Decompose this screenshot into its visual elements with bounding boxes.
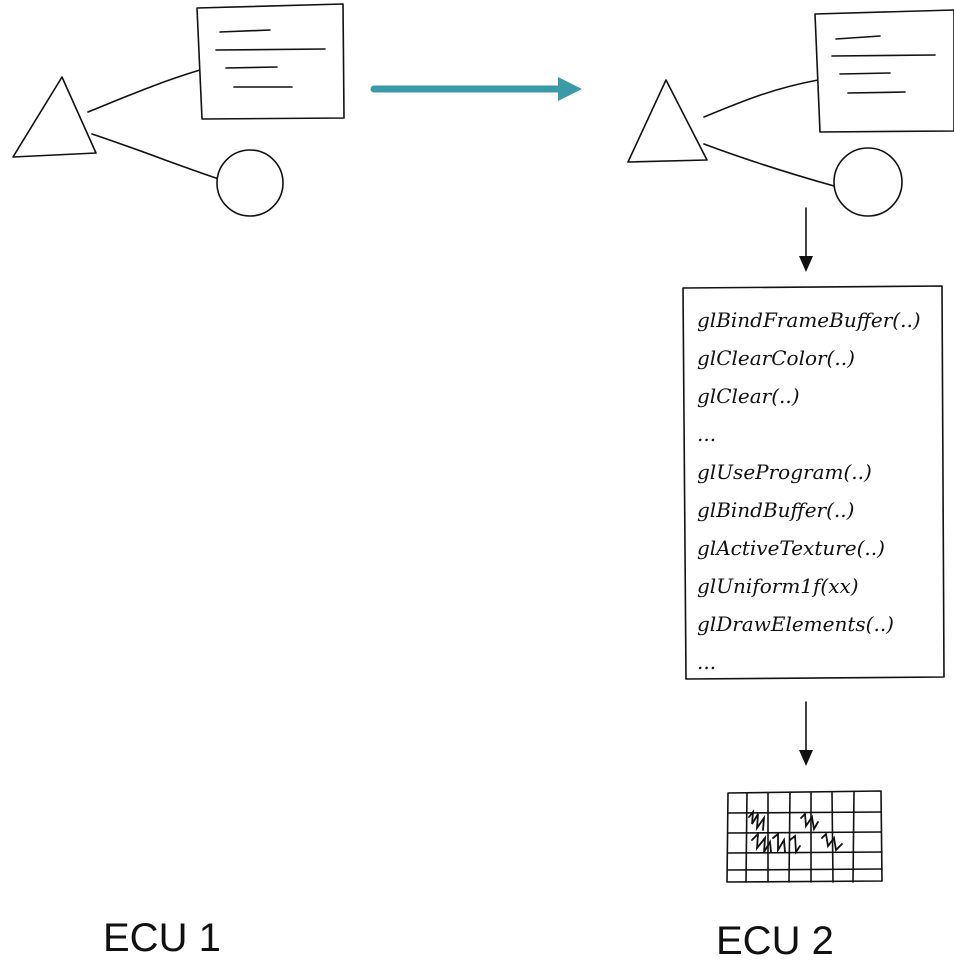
transfer-arrow-icon: [370, 77, 582, 101]
triangle-node-icon: [12, 76, 97, 158]
arrow-down-icon: [799, 207, 813, 272]
gl-command: ...: [697, 422, 716, 446]
gl-command: glClear(..): [697, 384, 800, 408]
circle-node-icon: [216, 149, 284, 217]
gl-command: glActiveTexture(..): [697, 536, 885, 560]
document-node-icon: [196, 3, 345, 120]
pixel-grid-icon: [726, 790, 883, 883]
gl-command: glUniform1f(xx): [697, 574, 859, 598]
scene-graph-icon-ecu1: [12, 3, 345, 217]
gl-command: glClearColor(..): [697, 346, 855, 370]
gl-command-list: glBindFrameBuffer(..) glClearColor(..) g…: [682, 285, 945, 680]
circle-node-icon: [833, 147, 903, 217]
ecu2-label: ECU 2: [716, 919, 834, 963]
ecu1-label: ECU 1: [103, 916, 221, 960]
scene-graph-icon-ecu2: [627, 9, 954, 217]
gl-command: glUseProgram(..): [697, 460, 872, 484]
gl-command: ...: [697, 650, 716, 674]
triangle-node-icon: [627, 79, 708, 163]
gl-command: glBindBuffer(..): [697, 498, 854, 522]
arrow-down-icon: [799, 701, 813, 766]
shaded-pixels: [748, 809, 843, 855]
gl-command: glDrawElements(..): [697, 612, 894, 636]
document-node-icon: [814, 9, 954, 133]
gl-command: glBindFrameBuffer(..): [697, 308, 921, 332]
